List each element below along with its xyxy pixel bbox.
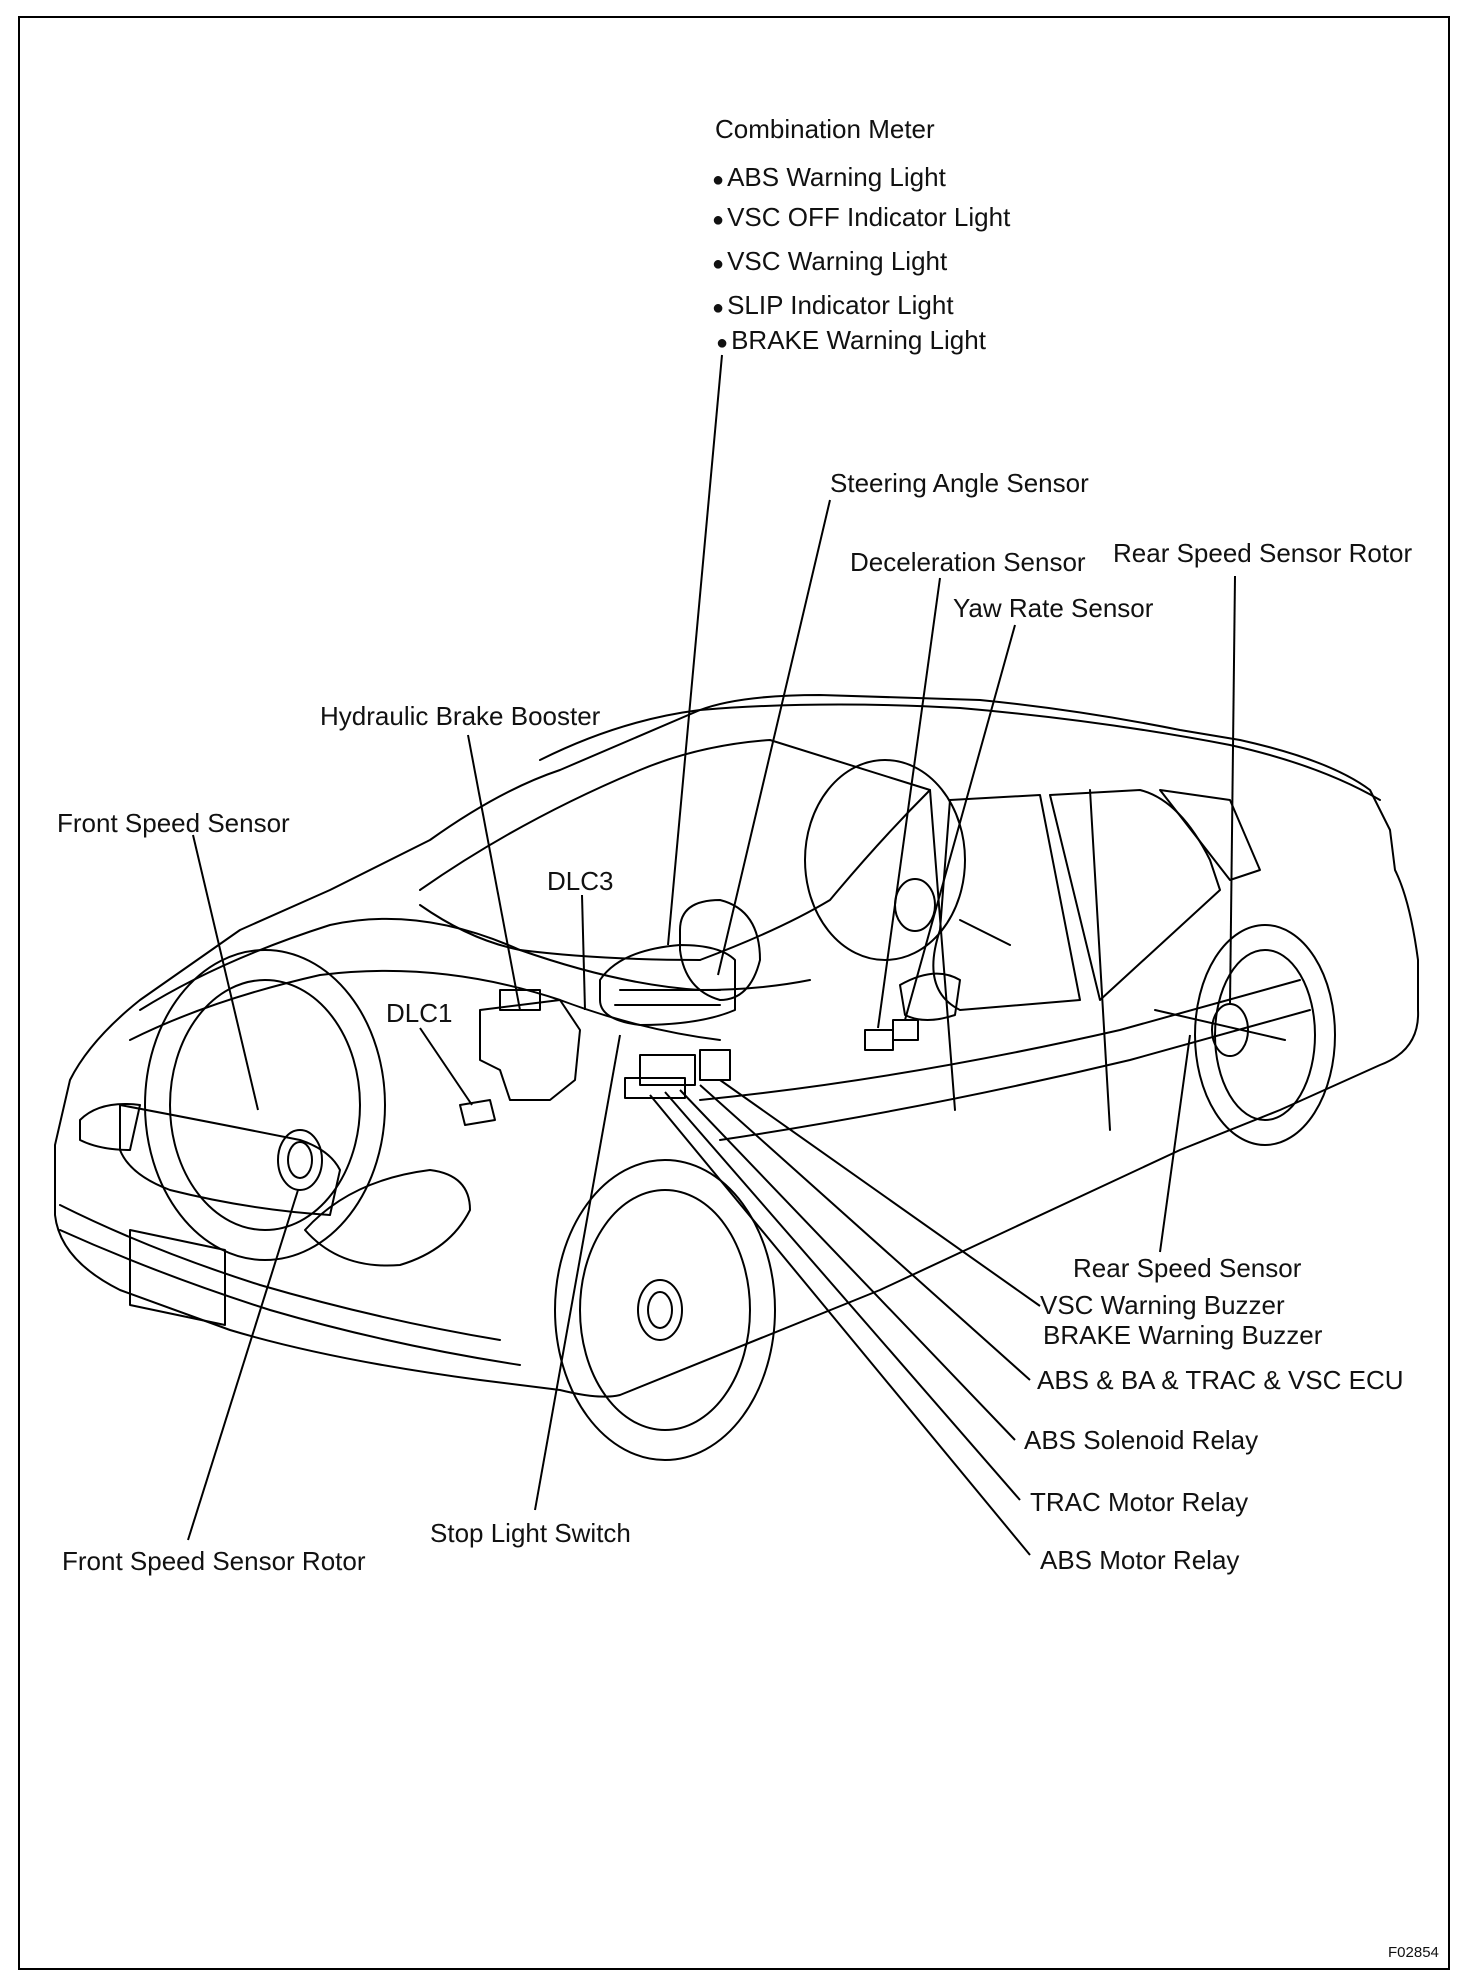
car-roof [539,703,1381,801]
front-speed-sensor-rotor-part [277,1129,323,1191]
label-steering-angle-sensor: Steering Angle Sensor [830,468,1089,498]
figure-frame [18,16,1450,1970]
rear-right-wheel [1194,924,1336,1146]
bullet-icon: ● [712,297,725,319]
label-deceleration-sensor: Deceleration Sensor [850,547,1086,577]
label-dlc3: DLC3 [547,866,614,896]
combination-meter-part [599,944,736,1026]
leader-dlc1 [419,1027,473,1106]
rear-left-wheel [804,759,966,961]
leader-front-rotor [187,1189,299,1541]
label-rear-speed-sensor-rotor: Rear Speed Sensor Rotor [1113,538,1413,568]
label-abs-motor-relay: ABS Motor Relay [1040,1545,1240,1575]
label-rear-speed-sensor: Rear Speed Sensor [1073,1253,1302,1283]
label-brake-warning-buzzer: BRAKE Warning Buzzer [1043,1320,1323,1350]
leader-rear-speed-sensor [1159,1034,1191,1253]
car-body-outline [54,694,1420,1398]
leader-lines [187,354,1236,1556]
label-ecu: ABS & BA & TRAC & VSC ECU [1037,1365,1404,1395]
label-combination-meter: Combination Meter [715,114,935,144]
leader-front-speed-sensor [192,834,259,1111]
bullet-icon: ● [716,332,729,354]
headlight [304,1169,471,1267]
figure-code: F02854 [1388,1944,1439,1961]
label-abs-solenoid-relay: ABS Solenoid Relay [1024,1425,1259,1455]
front-right-rotor-part [637,1279,683,1341]
grille [119,1104,341,1216]
leader-brake-booster [467,734,521,1011]
rear-door-window [1049,789,1221,1001]
relay-box [699,1049,731,1081]
leader-yaw-rate [904,624,1016,1021]
label-hydraulic-brake-booster: Hydraulic Brake Booster [320,701,601,731]
hydraulic-brake-booster-part [479,999,581,1101]
bullet-icon: ● [712,253,725,275]
leader-abs-motor [649,1094,1031,1556]
label-dlc1: DLC1 [386,998,453,1028]
bullet-icon: ● [712,209,725,231]
label-front-speed-sensor: Front Speed Sensor [57,808,290,838]
rear-left-rotor-part [894,878,936,932]
yaw-rate-sensor-part [892,1019,919,1041]
leader-deceleration [877,577,941,1029]
leader-combination-meter [667,354,723,946]
leader-stop-light [534,1034,621,1511]
ecu-box [639,1054,696,1086]
license-plate [129,1229,226,1326]
quarter-window [1159,789,1261,881]
label-yaw-rate-sensor: Yaw Rate Sensor [953,593,1154,623]
meter-item-brake-warning: ●BRAKE Warning Light [716,325,986,355]
label-stop-light-switch: Stop Light Switch [430,1518,631,1548]
meter-item-vsc-warning: ●VSC Warning Light [712,246,948,276]
label-trac-motor-relay: TRAC Motor Relay [1030,1487,1249,1517]
leader-steering-angle [717,499,831,976]
deceleration-sensor-part [864,1029,894,1051]
leader-ecu [699,1084,1031,1381]
meter-item-slip: ●SLIP Indicator Light [712,290,954,320]
meter-item-abs-warning: ●ABS Warning Light [712,162,946,192]
bullet-icon: ● [712,169,725,191]
label-front-speed-sensor-rotor: Front Speed Sensor Rotor [62,1546,366,1576]
steering-wheel [679,899,761,1001]
windshield [419,739,931,961]
leader-abs-solenoid [679,1089,1016,1441]
meter-item-vsc-off: ●VSC OFF Indicator Light [712,202,1011,232]
leader-buzzer [719,1079,1041,1307]
front-right-wheel [554,1159,776,1461]
dlc1-connector [459,1099,496,1126]
side-mirror [899,972,961,1021]
front-door-window [932,794,1081,1011]
label-vsc-warning-buzzer: VSC Warning Buzzer [1040,1290,1285,1320]
leader-dlc3 [581,894,586,1011]
leader-rear-rotor [1229,575,1236,1006]
leader-trac-motor [664,1091,1021,1501]
front-left-wheel [144,949,386,1261]
